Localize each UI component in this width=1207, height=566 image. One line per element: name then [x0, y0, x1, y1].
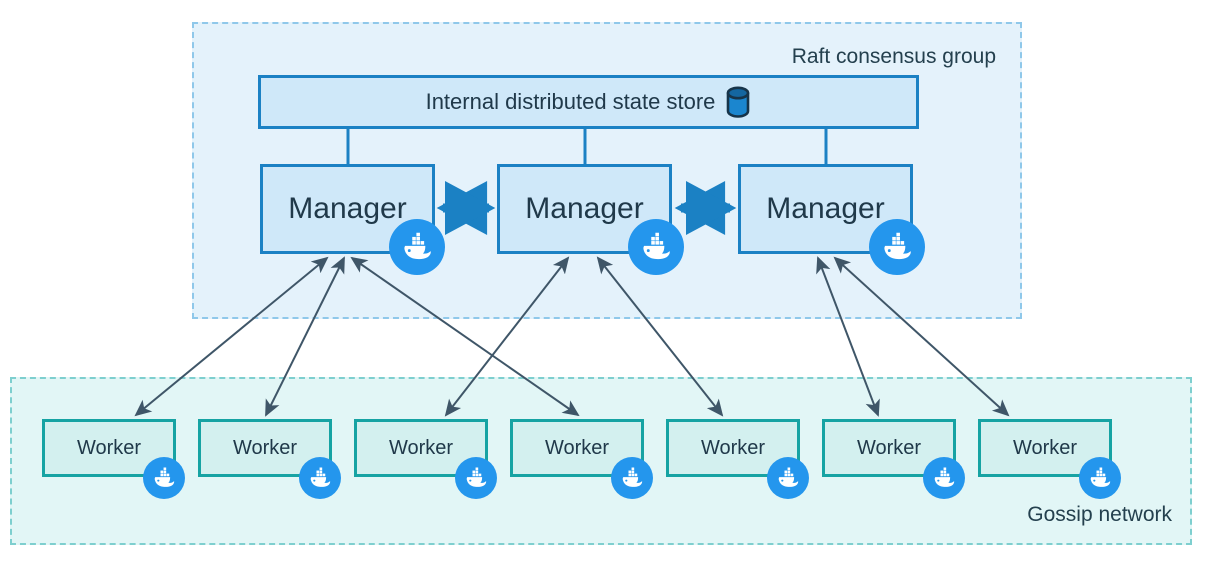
state-store-label: Internal distributed state store	[425, 89, 716, 114]
docker-whale-icon	[1079, 457, 1121, 499]
worker-label: Worker	[388, 436, 454, 459]
docker-whale-glyph	[884, 232, 911, 260]
docker-whale-icon	[389, 219, 445, 275]
worker-manager-links	[134, 256, 1010, 417]
manager-label: Manager	[766, 192, 885, 225]
worker-label: Worker	[856, 436, 922, 459]
internal-state-store-node[interactable]: Internal distributed state store	[258, 75, 919, 129]
worker-label: Worker	[1012, 436, 1078, 459]
docker-whale-icon	[299, 457, 341, 499]
docker-whale-icon	[143, 457, 185, 499]
docker-whale-glyph	[154, 467, 175, 487]
docker-whale-glyph	[934, 467, 955, 487]
docker-whale-icon	[611, 457, 653, 499]
manager-label: Manager	[288, 192, 407, 225]
worker-label: Worker	[232, 436, 298, 459]
docker-whale-glyph	[622, 467, 643, 487]
worker-label: Worker	[544, 436, 610, 459]
worker-label: Worker	[700, 436, 766, 459]
manager-label: Manager	[525, 192, 644, 225]
docker-whale-glyph	[310, 467, 331, 487]
docker-whale-glyph	[1090, 467, 1111, 487]
docker-whale-icon	[628, 219, 684, 275]
docker-whale-glyph	[643, 232, 670, 260]
docker-whale-glyph	[466, 467, 487, 487]
worker-label: Worker	[76, 436, 142, 459]
docker-whale-glyph	[778, 467, 799, 487]
docker-whale-icon	[455, 457, 497, 499]
docker-whale-icon	[923, 457, 965, 499]
docker-whale-icon	[869, 219, 925, 275]
database-cylinder-icon	[727, 86, 750, 118]
docker-whale-glyph	[404, 232, 431, 260]
state-store-connectors	[346, 129, 828, 164]
docker-whale-icon	[767, 457, 809, 499]
